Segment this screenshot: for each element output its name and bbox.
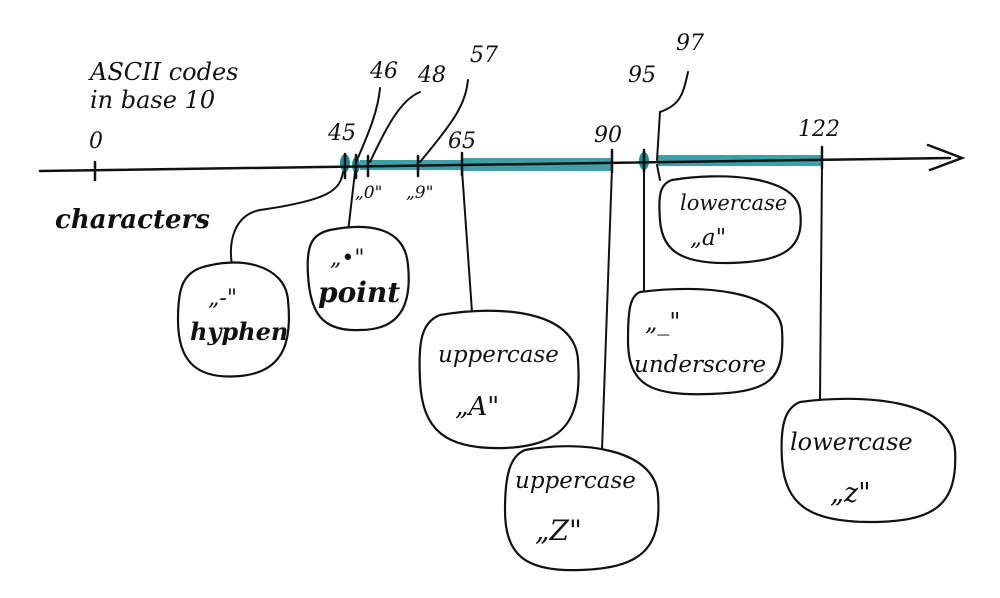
bubble-upper-a-line2: „A" <box>455 392 499 422</box>
bubble-point-line1: „•" <box>330 246 365 271</box>
title-line2: in base 10 <box>90 86 215 114</box>
leader-97 <box>656 71 689 161</box>
bubble-upper-z-outline <box>503 445 660 572</box>
leader-57 <box>419 79 469 163</box>
leader-46 <box>356 87 381 161</box>
connector-upper-z <box>601 167 613 451</box>
bubble-point-line2: point <box>318 276 400 309</box>
bubble-underscore-line1: „_" <box>645 308 680 336</box>
tick-label-65: 65 <box>448 129 476 154</box>
bubble-hyphen-line2: hyphen <box>190 317 288 346</box>
bubble-hyphen-outline <box>176 261 291 378</box>
bubble-lower-a-outline <box>658 175 802 265</box>
bubble-lower-z-line2: „z" <box>830 478 871 509</box>
tick-label-48: 48 <box>417 63 446 88</box>
bubble-upper-z-line2: „Z" <box>535 514 582 547</box>
tick-label-95: 95 <box>628 63 656 88</box>
tick-label-0: 0 <box>89 129 103 154</box>
char-label-0: „0" <box>355 183 382 203</box>
tick-label-122: 122 <box>798 117 840 142</box>
bubble-lower-a: lowercase „a" <box>658 175 802 265</box>
bubble-upper-a: uppercase „A" <box>418 309 580 450</box>
tick-label-90: 90 <box>594 123 622 148</box>
bubble-point-outline <box>306 225 410 332</box>
bubble-hyphen-line1: „-" <box>208 286 237 311</box>
bubble-underscore-outline <box>626 287 784 396</box>
bubble-lower-z-line1: lowercase <box>790 428 913 456</box>
bubble-lower-z: lowercase „z" <box>780 397 957 524</box>
bubble-point: „•" point <box>306 225 410 332</box>
connector-lower-z <box>819 164 823 401</box>
bubble-hyphen: „-" hyphen <box>176 261 291 378</box>
bubble-underscore: „_" underscore <box>626 287 784 396</box>
axis-arrow-icon <box>926 143 966 172</box>
char-label-9: „9" <box>406 183 433 203</box>
bubble-upper-a-line1: uppercase <box>438 342 559 368</box>
bubble-lower-a-line1: lowercase <box>680 191 787 215</box>
connector-upper-a <box>461 169 473 313</box>
connector-point <box>347 171 356 233</box>
tick-label-97: 97 <box>676 31 704 56</box>
tick-labels: 0 45 46 48 57 65 90 95 97 122 <box>89 31 840 154</box>
bubble-upper-a-outline <box>418 309 580 450</box>
axis-label: characters <box>55 205 210 235</box>
bubble-lower-z-outline <box>780 397 957 524</box>
tick-label-57: 57 <box>470 43 498 68</box>
bubble-upper-z-line1: uppercase <box>515 468 636 494</box>
title-line1: ASCII codes <box>88 58 239 86</box>
tick-label-46: 46 <box>369 59 398 84</box>
bubble-upper-z: uppercase „Z" <box>503 445 660 572</box>
tick-label-45: 45 <box>327 121 356 146</box>
bubble-connectors <box>230 164 823 451</box>
bubble-lower-a-line2: „a" <box>690 225 726 251</box>
connector-lower-a <box>656 164 661 181</box>
upper-leaders <box>356 71 689 163</box>
bubble-underscore-line2: underscore <box>634 352 766 378</box>
leader-48 <box>369 91 421 163</box>
connector-hyphen <box>230 171 344 266</box>
